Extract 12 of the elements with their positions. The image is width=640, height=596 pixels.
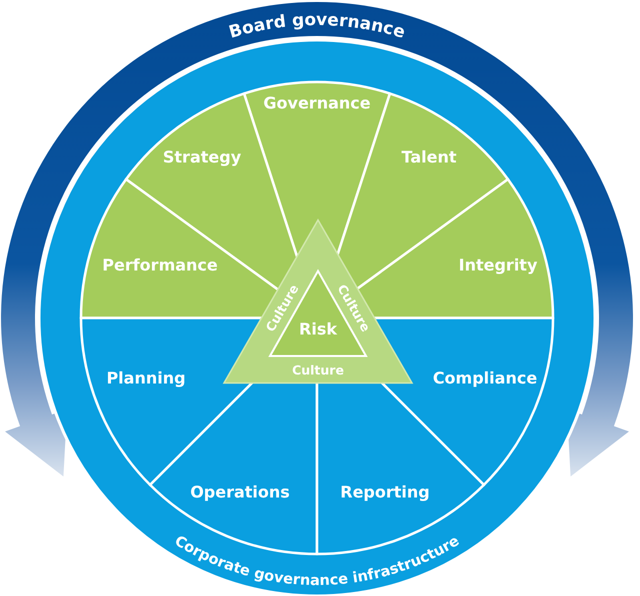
arc-label: Board governance — [226, 10, 408, 43]
segment-label: Reporting — [340, 482, 430, 502]
segment-label: Talent — [401, 148, 457, 166]
segment-label: Operations — [190, 482, 290, 502]
segment-label: Strategy — [162, 148, 242, 166]
triangle-label: Risk — [299, 320, 337, 338]
segment-label: Performance — [102, 256, 218, 274]
triangle-side-label: Culture — [292, 362, 344, 378]
segment-label: Compliance — [432, 368, 538, 388]
segment-label: Governance — [263, 94, 371, 112]
segment-label: Planning — [106, 368, 186, 388]
segment-label: Integrity — [458, 256, 538, 274]
